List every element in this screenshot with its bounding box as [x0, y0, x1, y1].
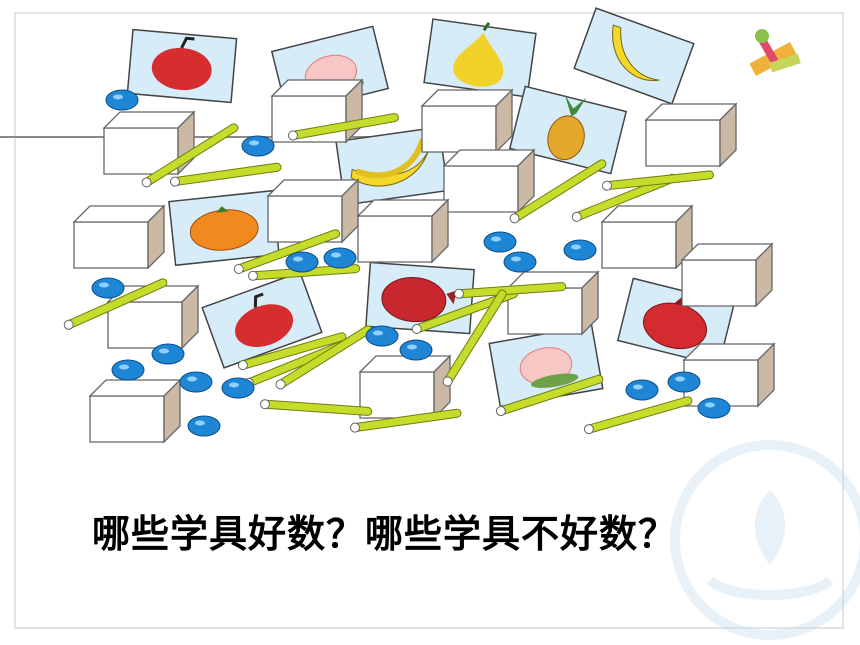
bead-icon	[667, 371, 701, 393]
cube-icon	[73, 205, 165, 269]
cube-icon	[645, 103, 737, 167]
fruit-card-icon	[573, 7, 695, 105]
bead-icon	[697, 397, 731, 419]
bead-icon	[323, 247, 357, 269]
teaching-aids-illustration	[62, 7, 775, 443]
bead-icon	[483, 231, 517, 253]
cube-icon	[507, 271, 599, 335]
watermark-icon	[670, 440, 860, 640]
fruit-card-icon	[126, 28, 238, 104]
bead-icon	[111, 359, 145, 381]
bead-icon	[105, 89, 139, 111]
bead-icon	[563, 239, 597, 261]
bead-icon	[399, 339, 433, 361]
bead-icon	[241, 135, 275, 157]
cube-icon	[683, 343, 775, 407]
logo-icon	[749, 29, 801, 76]
fruit-card-icon	[509, 85, 627, 175]
cube-icon	[267, 179, 359, 243]
bead-icon	[151, 343, 185, 365]
question-text: 哪些学具好数？哪些学具不好数？	[92, 512, 678, 556]
fruit-card-icon	[617, 277, 735, 367]
fruit-card-icon	[488, 324, 604, 408]
stick-icon	[259, 398, 373, 417]
cube-icon	[443, 149, 535, 213]
bead-icon	[503, 251, 537, 273]
fruit-card-icon	[365, 261, 475, 335]
bead-icon	[285, 251, 319, 273]
cube-icon	[89, 379, 181, 443]
fruit-card-icon	[423, 18, 537, 98]
fruit-card-icon	[201, 271, 323, 369]
slide-frame	[14, 12, 844, 629]
bead-icon	[221, 377, 255, 399]
fruit-card-icon	[168, 189, 280, 267]
cube-icon	[601, 205, 693, 269]
cube-icon	[359, 355, 451, 419]
stick-icon	[582, 394, 694, 436]
bead-icon	[187, 415, 221, 437]
bead-icon	[365, 325, 399, 347]
bead-icon	[625, 379, 659, 401]
cube-icon	[421, 89, 513, 153]
cube-icon	[681, 243, 773, 307]
bead-icon	[91, 277, 125, 299]
cube-icon	[357, 199, 449, 263]
bead-icon	[179, 371, 213, 393]
cube-icon	[107, 285, 199, 349]
